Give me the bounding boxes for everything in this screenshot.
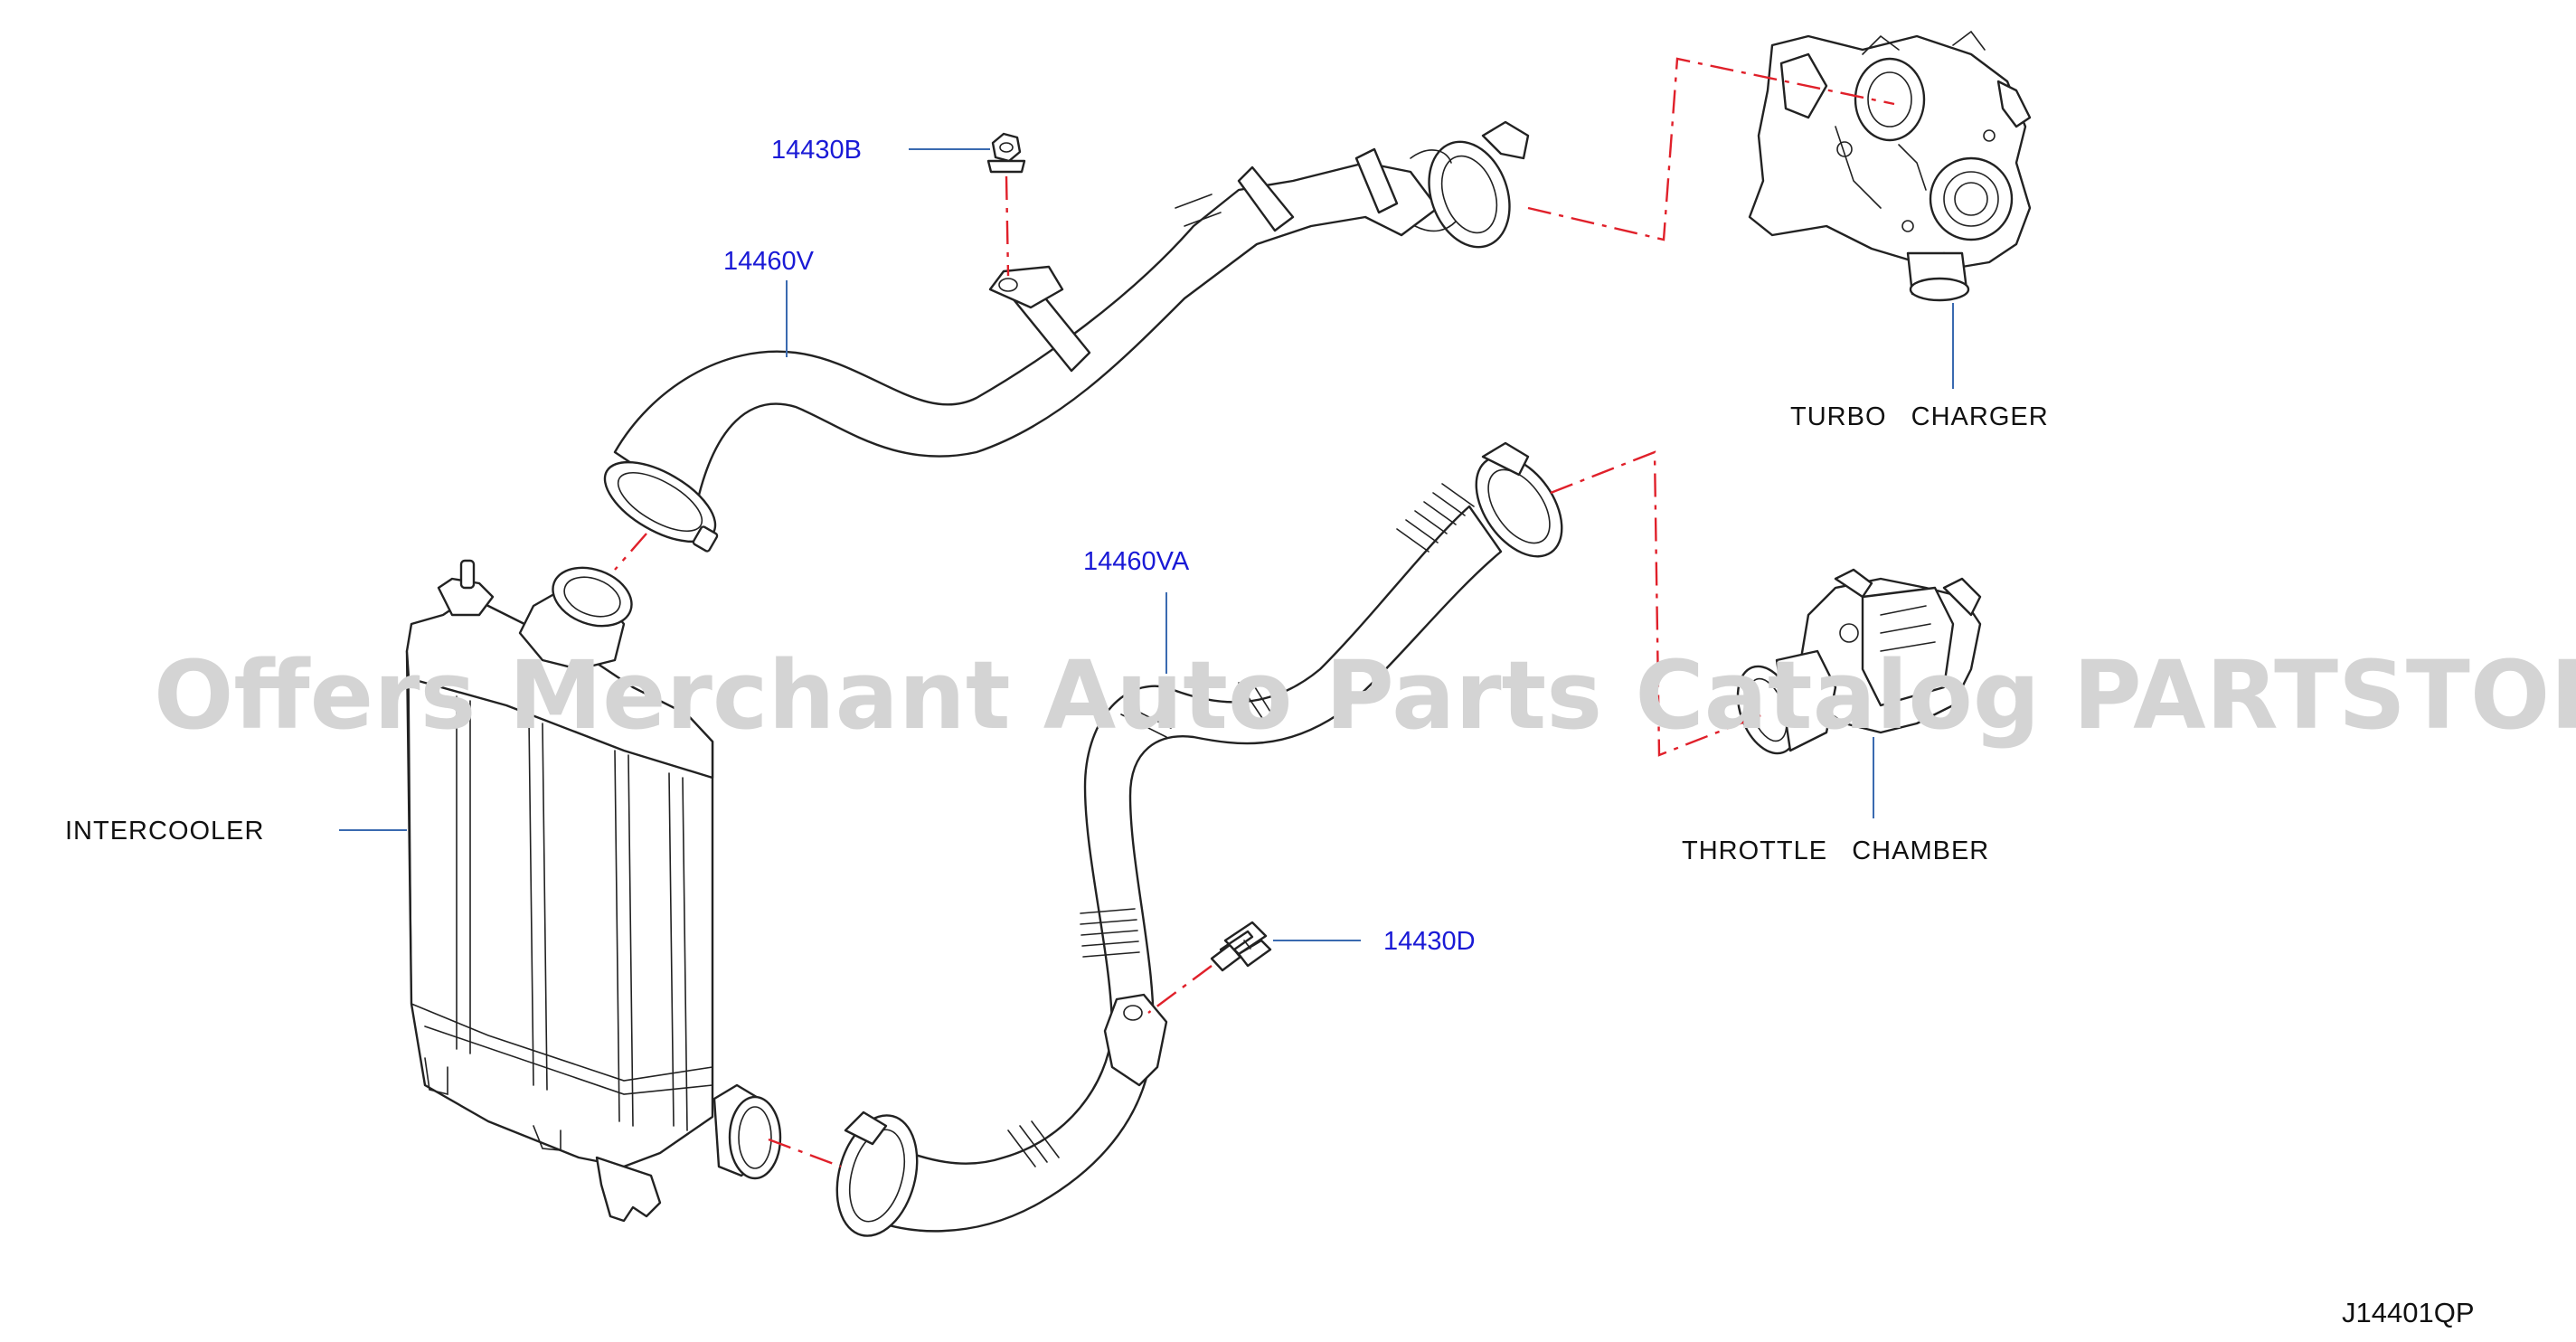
- diagram-code: J14401QP: [2342, 1297, 2475, 1328]
- turbo-charger-part: [1748, 30, 2032, 302]
- throttle-chamber-part: [1736, 568, 1982, 755]
- leader-lines: [339, 148, 1954, 941]
- label-throttle-chamber: THROTTLE CHAMBER: [1682, 836, 1989, 865]
- lower-charge-tube-part: [835, 441, 1563, 1237]
- dash-throttle-to-lower-tube: [1550, 450, 1764, 757]
- bolt-14430d-part: [1210, 921, 1272, 972]
- callout-14430d: 14430D: [1383, 927, 1476, 956]
- dash-bolt-to-bracket: [1147, 965, 1213, 1014]
- dash-intercooler-to-upper-tube: [614, 533, 647, 571]
- nut-14430b-part: [986, 132, 1026, 174]
- callout-14430b: 14430B: [771, 136, 862, 165]
- label-turbo-charger: TURBO CHARGER: [1790, 402, 2049, 431]
- label-intercooler: INTERCOOLER: [65, 817, 264, 846]
- assembly-centerlines: [614, 57, 1895, 1168]
- upper-charge-tube-part: [603, 120, 1530, 553]
- dash-turbo-to-upper-tube: [1527, 57, 1895, 241]
- callout-14460va: 14460VA: [1083, 547, 1190, 576]
- intercooler-part: [405, 559, 782, 1223]
- watermark: Offers Merchant Auto Parts Catalog PARTS…: [154, 640, 2576, 751]
- dash-intercooler-to-lower-tube: [768, 1138, 842, 1168]
- callout-14460v: 14460V: [723, 247, 815, 276]
- dash-nut-to-bracket: [1005, 175, 1010, 277]
